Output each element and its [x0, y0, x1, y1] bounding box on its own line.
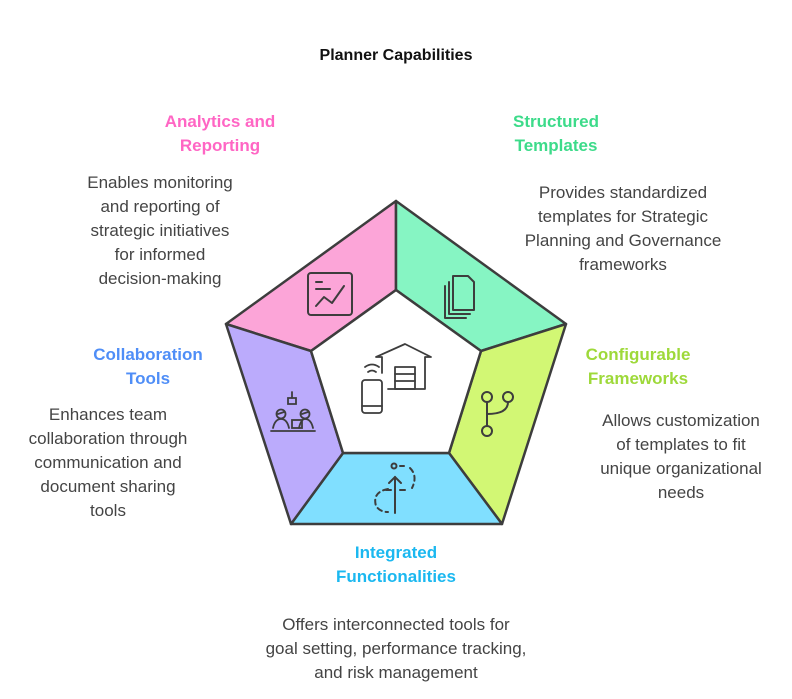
- chart-report-icon: [307, 272, 353, 316]
- heading-frameworks: Configurable Frameworks: [585, 345, 691, 388]
- description-integrated: Offers interconnected tools for goal set…: [265, 615, 527, 682]
- smart-home-icon: [361, 343, 432, 414]
- branch-icon: [481, 391, 514, 437]
- diagram-title: Planner Capabilities: [319, 47, 473, 64]
- description-collaboration: Enhances team collaboration through comm…: [28, 405, 188, 520]
- stacked-documents-icon: [444, 275, 475, 319]
- heading-templates: Structured Templates: [513, 112, 599, 155]
- description-templates: Provides standardized templates for Stra…: [524, 183, 722, 274]
- description-analytics: Enables monitoring and reporting of stra…: [87, 173, 233, 288]
- heading-analytics: Analytics and Reporting: [164, 112, 276, 155]
- heading-collaboration: Collaboration Tools: [93, 345, 203, 388]
- description-frameworks: Allows customization of templates to fit…: [600, 411, 762, 502]
- cloud-upload-icon: [374, 462, 416, 514]
- team-meeting-icon: [270, 391, 316, 432]
- center-pentagon: [309, 288, 483, 455]
- heading-integrated: Integrated Functionalities: [336, 543, 456, 586]
